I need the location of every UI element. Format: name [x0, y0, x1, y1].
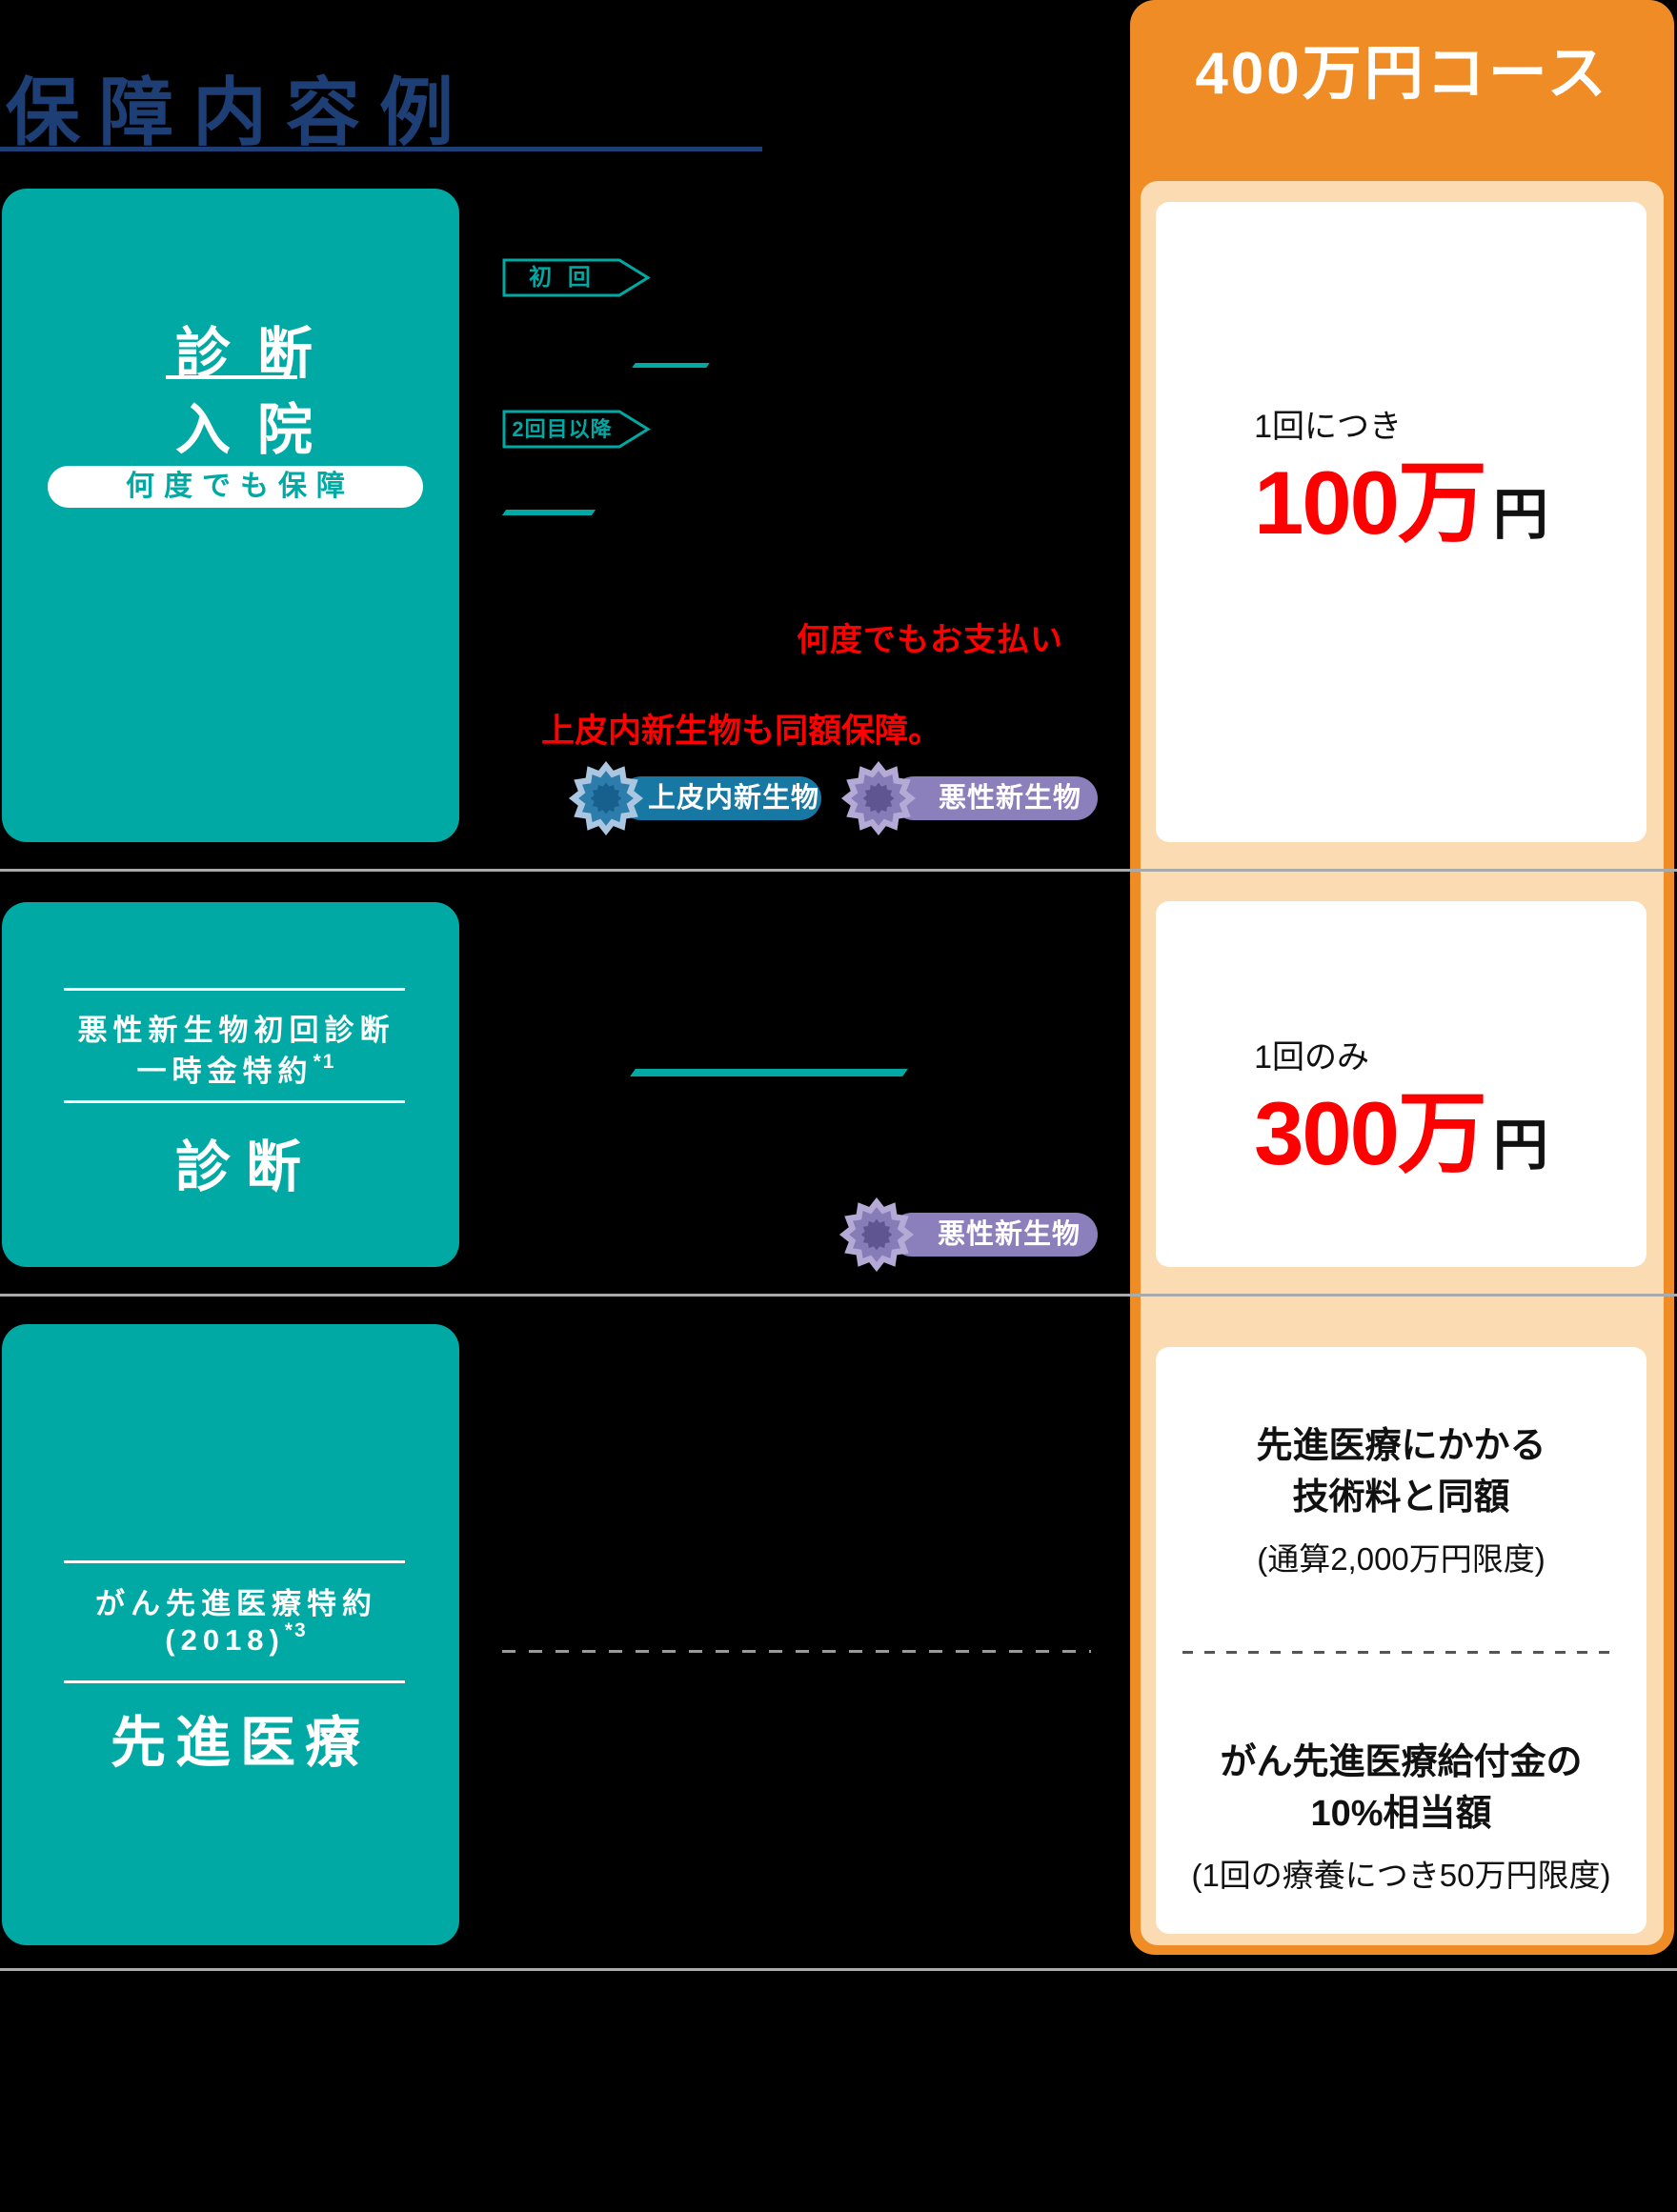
- starburst-icon: [839, 1197, 914, 1272]
- footnote-marker: *3: [284, 1619, 308, 1641]
- benefit-amount: 300万: [1254, 1083, 1487, 1183]
- category-label-hospitalization: 入院: [174, 399, 339, 461]
- note-same-amount: 上皮内新生物も同額保障。: [541, 713, 942, 750]
- benefit-limit-note: (通算2,000万円限度): [1257, 1540, 1546, 1577]
- unlimited-coverage-badge: 何度でも保障: [48, 466, 423, 508]
- benefit-amount: 100万: [1254, 452, 1487, 553]
- category-box-lump-sum-rider: [2, 902, 459, 1267]
- tag-next-label: 2回目以降: [512, 417, 613, 441]
- starburst-icon: [841, 761, 916, 835]
- rider-name-line2: (2018)*3: [165, 1619, 308, 1657]
- category-label-diagnosis-row2: 診断: [174, 1136, 316, 1198]
- benefit-unit: 円: [1492, 484, 1548, 546]
- category-label-diagnosis: 診断: [174, 323, 339, 385]
- divider-rule: [64, 1680, 405, 1683]
- row-separator: [0, 869, 1677, 872]
- footnote-marker: *1: [313, 1051, 336, 1073]
- malignant-neoplasm-pill: 悪性新生物: [892, 776, 1098, 820]
- rider-name-line1: がん先進医療特約: [95, 1587, 377, 1620]
- category-box-advanced-medical: [2, 1324, 459, 1945]
- arrow-tag-first-icon: [502, 258, 651, 297]
- divider-rule: [64, 988, 405, 991]
- benefit-card-row2: [1156, 901, 1647, 1267]
- benefit-label: 1回につき: [1254, 409, 1402, 445]
- starburst-icon: [569, 761, 643, 835]
- benefit-text: がん先進医療給付金の 10%相当額: [1220, 1742, 1583, 1834]
- course-header: 400万円コース: [1195, 41, 1609, 107]
- page-title: 保障内容例: [6, 70, 474, 154]
- benefit-row3-bottom: がん先進医療給付金の 10%相当額 (1回の療養につき50万円限度): [1156, 1738, 1647, 1896]
- benefit-card-row3: [1156, 1347, 1647, 1934]
- row-separator: [0, 1294, 1677, 1297]
- divider-rule: [64, 1560, 405, 1563]
- benefit-unit: 円: [1492, 1115, 1548, 1176]
- rider-name-line1: 悪性新生物初回診断: [77, 1014, 395, 1047]
- benefit-text: 先進医療にかかる 技術料と同額: [1256, 1426, 1546, 1518]
- benefit-card-row1: [1156, 202, 1647, 842]
- timeline-bar: [501, 510, 596, 515]
- note-pay-every-time: 何度でもお支払い: [797, 622, 1063, 658]
- divider-rule: [166, 375, 297, 379]
- card-dashed-divider: [1182, 1651, 1615, 1654]
- category-label-advanced-medical: 先進医療: [110, 1712, 370, 1774]
- rider-name-line2: 一時金特約*1: [136, 1051, 336, 1088]
- benefit-limit-note: (1回の療養につき50万円限度): [1191, 1857, 1611, 1893]
- divider-rule: [64, 1100, 405, 1103]
- tag-first-label: 初 回: [529, 265, 596, 291]
- timeline-bar: [630, 1069, 908, 1076]
- arrow-tag-next-icon: [502, 410, 651, 449]
- category-box-diagnosis-hospitalization: [2, 189, 459, 842]
- intraepithelial-neoplasm-pill: 上皮内新生物: [619, 776, 821, 820]
- malignant-neoplasm-pill: 悪性新生物: [890, 1213, 1098, 1257]
- title-underline: [0, 147, 762, 151]
- timeline-bar: [632, 363, 710, 368]
- row-separator: [0, 1968, 1677, 1971]
- dashed-connector: [502, 1650, 1091, 1653]
- benefit-row2: 1回のみ 300万 円: [1156, 1031, 1647, 1178]
- benefit-label: 1回のみ: [1254, 1039, 1369, 1076]
- benefit-row1: 1回につき 100万 円: [1156, 400, 1647, 548]
- benefit-row3-top: 先進医療にかかる 技術料と同額 (通算2,000万円限度): [1156, 1421, 1647, 1579]
